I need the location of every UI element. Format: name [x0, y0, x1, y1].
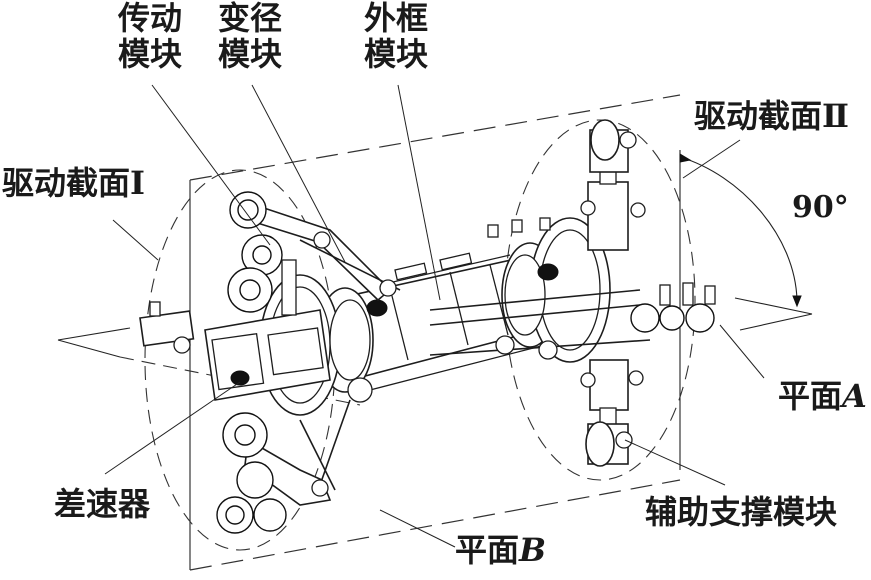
label-outer-frame-module: 外框 模块 — [364, 0, 428, 72]
label-plane-a: 平面A — [778, 378, 867, 414]
leader-drive-1 — [112, 219, 159, 261]
flange-bolts-right — [487, 217, 558, 360]
spring-left — [366, 299, 388, 317]
leader-outer-frame — [397, 84, 441, 301]
drive-arm-upper-left — [227, 191, 401, 316]
leader-lines — [104, 84, 765, 548]
plane-b-letter: B — [519, 531, 547, 569]
label-line-1: 传动 — [118, 0, 183, 37]
label-transmission-module: 传动 模块 — [118, 0, 182, 72]
leader-plane-b — [379, 509, 456, 548]
angle-arc — [679, 156, 798, 301]
label-plane-b: 平面B — [455, 532, 546, 568]
gear-train-right — [429, 282, 716, 356]
label-line-2: 模块 — [364, 35, 429, 73]
label-angle: 90° — [792, 190, 849, 225]
label-line-1: 外框 — [364, 0, 429, 37]
label-drive-section-1: 驱动截面Ⅰ — [2, 164, 145, 202]
side-roller-left — [139, 301, 195, 354]
spring-right — [537, 263, 559, 281]
label-line-2: 模块 — [118, 35, 183, 73]
leader-diameter-change — [251, 84, 346, 263]
leader-transmission — [151, 84, 271, 246]
label-drive-section-2: 驱动截面Ⅱ — [694, 97, 849, 135]
drive-arm-lower-left — [216, 377, 373, 534]
label-differential: 差速器 — [54, 485, 151, 523]
leader-drive-2 — [682, 139, 741, 179]
plane-a-prefix: 平面 — [778, 377, 843, 415]
leader-plane-a — [719, 324, 765, 379]
leader-aux-support — [624, 439, 726, 486]
label-line-1: 变径 — [218, 0, 283, 37]
differential-housing — [204, 309, 331, 401]
plane-b-prefix: 平面 — [455, 531, 520, 569]
leader-differential — [104, 381, 241, 475]
plane-a-letter: A — [842, 377, 867, 415]
label-diameter-change-module: 变径 模块 — [218, 0, 282, 72]
label-line-2: 模块 — [218, 35, 283, 73]
label-auxiliary-support-module: 辅助支撑模块 — [645, 493, 838, 531]
auxiliary-support-lower — [580, 359, 644, 467]
auxiliary-support-upper — [580, 119, 646, 251]
